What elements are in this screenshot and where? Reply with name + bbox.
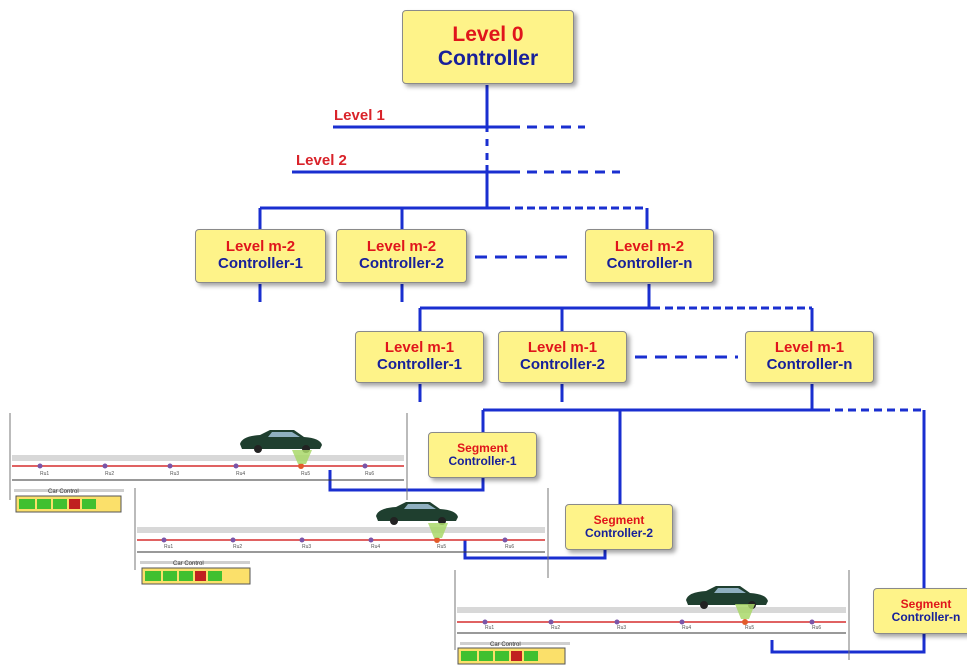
box-controller: Controller-2 <box>519 356 605 373</box>
track-panel-1 <box>9 413 408 500</box>
m2-controller-n-box: Level m-2 Controller-n <box>585 229 714 283</box>
marker-label: Ru4 <box>682 625 692 631</box>
box-level: Segment <box>900 596 952 611</box>
car-control-label-1: Car Control <box>48 489 79 495</box>
car-icon <box>686 586 768 609</box>
marker-label: Ru4 <box>236 471 246 477</box>
box-controller: Controller-n <box>606 255 693 272</box>
m1-controller-n-box: Level m-1 Controller-n <box>745 331 874 383</box>
car-icon <box>376 502 458 525</box>
m1-controller-2-box: Level m-1 Controller-2 <box>498 331 627 383</box>
marker-label: Ru2 <box>551 625 561 631</box>
level1-label: Level 1 <box>334 107 385 124</box>
box-controller: Controller-1 <box>448 454 517 468</box>
box-controller: Controller-1 <box>376 356 462 373</box>
track-panel-3 <box>454 570 850 660</box>
box-level: Level m-2 <box>614 238 685 256</box>
car-icon <box>240 430 322 453</box>
marker-label: Ru6 <box>812 625 822 631</box>
level0-controller-box: Level 0 Controller <box>402 10 574 84</box>
box-level: Segment <box>457 440 508 455</box>
sensor-zone <box>735 604 755 619</box>
box-level: Level m-1 <box>774 339 845 357</box>
car-control-panel-3 <box>457 647 566 665</box>
box-level: Segment <box>593 512 645 527</box>
car-control-panel-1 <box>15 495 122 513</box>
box-level: Level m-1 <box>527 339 598 357</box>
m2-controller-1-box: Level m-2 Controller-1 <box>195 229 326 283</box>
box-level: Level m-1 <box>384 339 455 357</box>
marker-label: Ru3 <box>170 471 180 477</box>
m1-controller-1-box: Level m-1 Controller-1 <box>355 331 484 383</box>
marker-label: Ru1 <box>164 544 174 550</box>
marker-label: Ru1 <box>485 625 495 631</box>
marker-label: Ru1 <box>40 471 50 477</box>
level0-controller: Controller <box>437 47 539 70</box>
car-control-label-2: Car Control <box>173 561 204 567</box>
segment-controller-1-box: Segment Controller-1 <box>428 432 537 478</box>
level2-label: Level 2 <box>296 152 347 169</box>
marker-label: Ru5 <box>745 625 755 631</box>
box-controller: Controller-n <box>891 610 961 624</box>
box-controller: Controller-n <box>766 356 853 373</box>
box-controller: Controller-2 <box>358 255 444 272</box>
marker-label: Ru5 <box>301 471 311 477</box>
car-control-panel-2 <box>141 567 251 585</box>
track-panel-2 <box>134 488 549 578</box>
marker-label: Ru3 <box>302 544 312 550</box>
marker-label: Ru3 <box>617 625 627 631</box>
marker-label: Ru4 <box>371 544 381 550</box>
box-controller: Controller-1 <box>217 255 303 272</box>
marker-label: Ru2 <box>233 544 243 550</box>
car-control-label-3: Car Control <box>490 642 521 648</box>
marker-label: Ru2 <box>105 471 115 477</box>
m2-controller-2-box: Level m-2 Controller-2 <box>336 229 467 283</box>
marker-label: Ru6 <box>365 471 375 477</box>
marker-label: Ru5 <box>437 544 447 550</box>
box-controller: Controller-2 <box>584 526 653 540</box>
level0-title: Level 0 <box>452 23 524 47</box>
box-level: Level m-2 <box>225 238 296 256</box>
sensor-zone <box>292 450 312 464</box>
sensor-zone <box>428 523 448 538</box>
box-level: Level m-2 <box>366 238 437 256</box>
segment-controller-2-box: Segment Controller-2 <box>565 504 673 550</box>
marker-label: Ru6 <box>505 544 515 550</box>
segment-controller-n-box: Segment Controller-n <box>873 588 967 634</box>
